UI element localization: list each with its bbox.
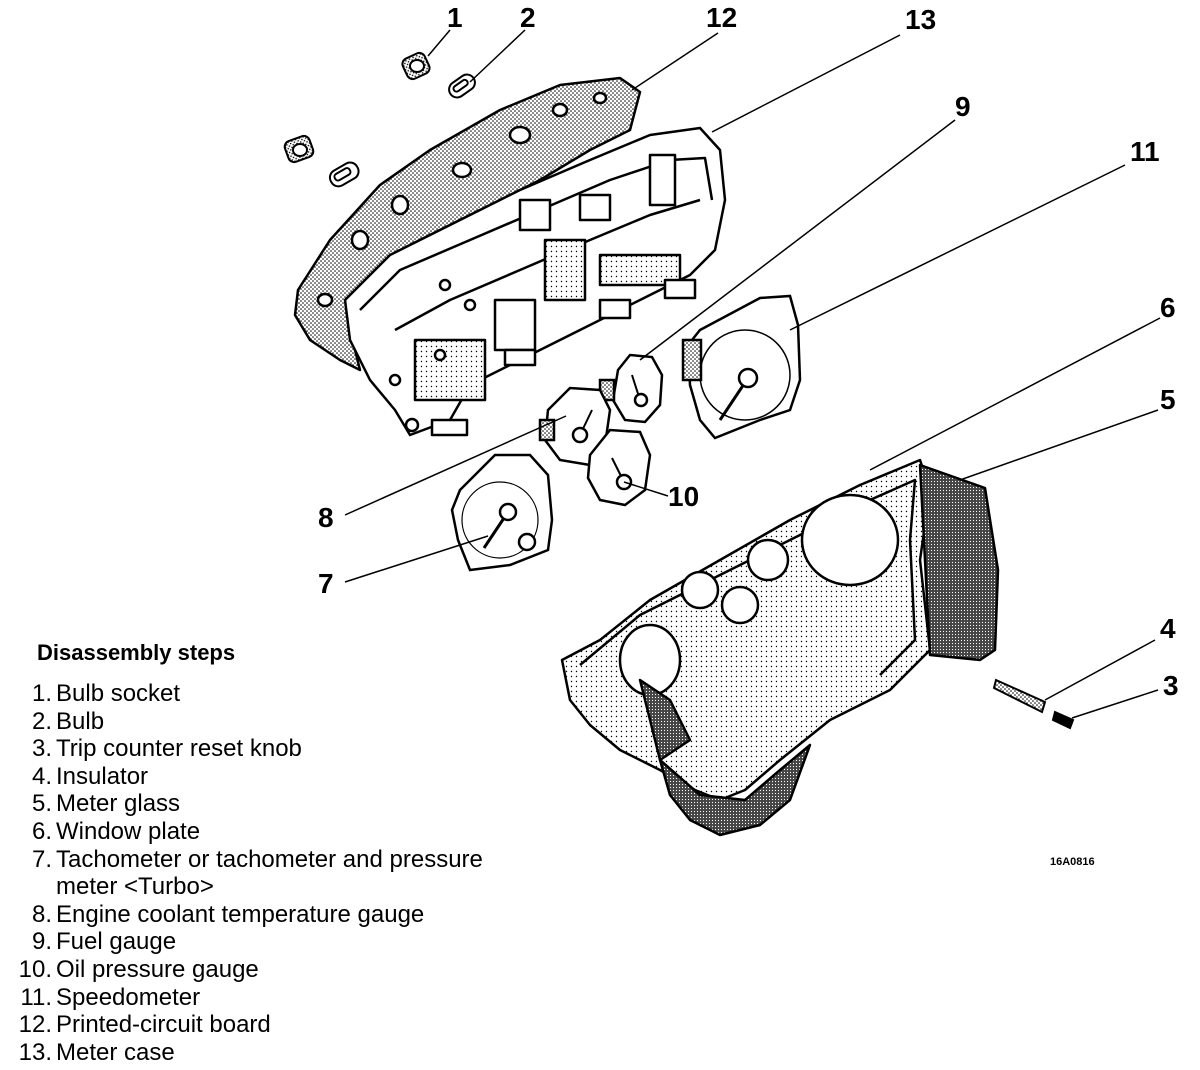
printed-circuit-board-part — [293, 76, 642, 372]
step-number: 3. — [31, 735, 52, 763]
callout-13: 13 — [905, 4, 937, 35]
callout-8: 8 — [318, 502, 334, 533]
step-item: 3.Trip counter reset knob — [0, 735, 483, 763]
step-number: 12. — [18, 1011, 52, 1039]
callout-11: 11 — [1130, 136, 1160, 167]
step-number: 8. — [31, 900, 52, 928]
leader-lines — [344, 29, 1161, 719]
callout-4: 4 — [1160, 613, 1176, 644]
step-text: Insulator — [56, 762, 149, 790]
step-item: 4.Insulator — [0, 763, 483, 791]
step-item: 1.Bulb socket — [0, 680, 483, 708]
step-number: 5. — [31, 790, 52, 818]
step-item: 7.Tachometer or tachometer and pressure … — [0, 846, 483, 901]
callout-7: 7 — [318, 568, 334, 599]
bulb-socket-part — [283, 51, 431, 164]
fuel-gauge-part — [598, 353, 664, 424]
steps-list: 1.Bulb socket 2.Bulb 3.Trip counter rese… — [0, 680, 483, 1066]
step-text: Bulb socket — [56, 680, 181, 707]
step-item: 5.Meter glass — [0, 790, 483, 818]
step-item: 8.Engine coolant temperature gauge — [0, 901, 483, 929]
callout-10: 10 — [668, 481, 700, 512]
step-number: 1. — [31, 680, 52, 707]
meter-case-part — [343, 126, 727, 437]
step-item: 13.Meter case — [0, 1039, 483, 1067]
step-text: Fuel gauge — [56, 928, 177, 956]
step-item: 10.Oil pressure gauge — [0, 956, 483, 984]
step-text: Window plate — [56, 817, 201, 845]
step-number: 6. — [31, 817, 52, 845]
meter-glass-part — [638, 463, 1000, 837]
callout-1: 1 — [447, 2, 463, 33]
step-text: Oil pressure gauge — [56, 955, 259, 983]
step-item: 2.Bulb — [0, 708, 483, 736]
callout-2: 2 — [520, 2, 536, 33]
step-number: 2. — [31, 707, 52, 735]
step-text: Trip counter reset knob — [56, 735, 302, 763]
insulator-part — [992, 678, 1047, 714]
step-number: 13. — [18, 1038, 52, 1066]
step-text: Speedometer — [56, 983, 201, 1011]
tachometer-part — [450, 453, 554, 572]
step-item: 6.Window plate — [0, 818, 483, 846]
drawing-code: 16A0816 — [1050, 856, 1095, 868]
trip-reset-knob-part — [1051, 710, 1075, 730]
step-text: Meter case — [56, 1038, 175, 1066]
callout-9: 9 — [955, 91, 971, 122]
steps-title: Disassembly steps — [37, 640, 236, 665]
step-item: 12.Printed-circuit board — [0, 1011, 483, 1039]
step-item: 11.Speedometer — [0, 984, 483, 1012]
step-text: Tachometer or tachometer and pressure me… — [56, 845, 483, 901]
step-number: 10. — [18, 955, 52, 983]
callout-6: 6 — [1160, 292, 1176, 323]
step-number: 4. — [31, 762, 52, 790]
step-text: Engine coolant temperature gauge — [56, 900, 425, 928]
speedometer-part — [681, 294, 802, 440]
step-item: 9.Fuel gauge — [0, 928, 483, 956]
step-text: Bulb — [56, 707, 105, 735]
callout-12: 12 — [706, 2, 738, 33]
step-number: 9. — [31, 928, 52, 956]
window-plate-part — [560, 458, 932, 802]
step-number: 7. — [31, 845, 52, 873]
step-number: 11. — [20, 983, 52, 1011]
step-text: Meter glass — [56, 790, 181, 818]
step-text: Printed-circuit board — [56, 1011, 271, 1039]
callout-5: 5 — [1160, 384, 1176, 415]
callout-3: 3 — [1163, 670, 1179, 701]
